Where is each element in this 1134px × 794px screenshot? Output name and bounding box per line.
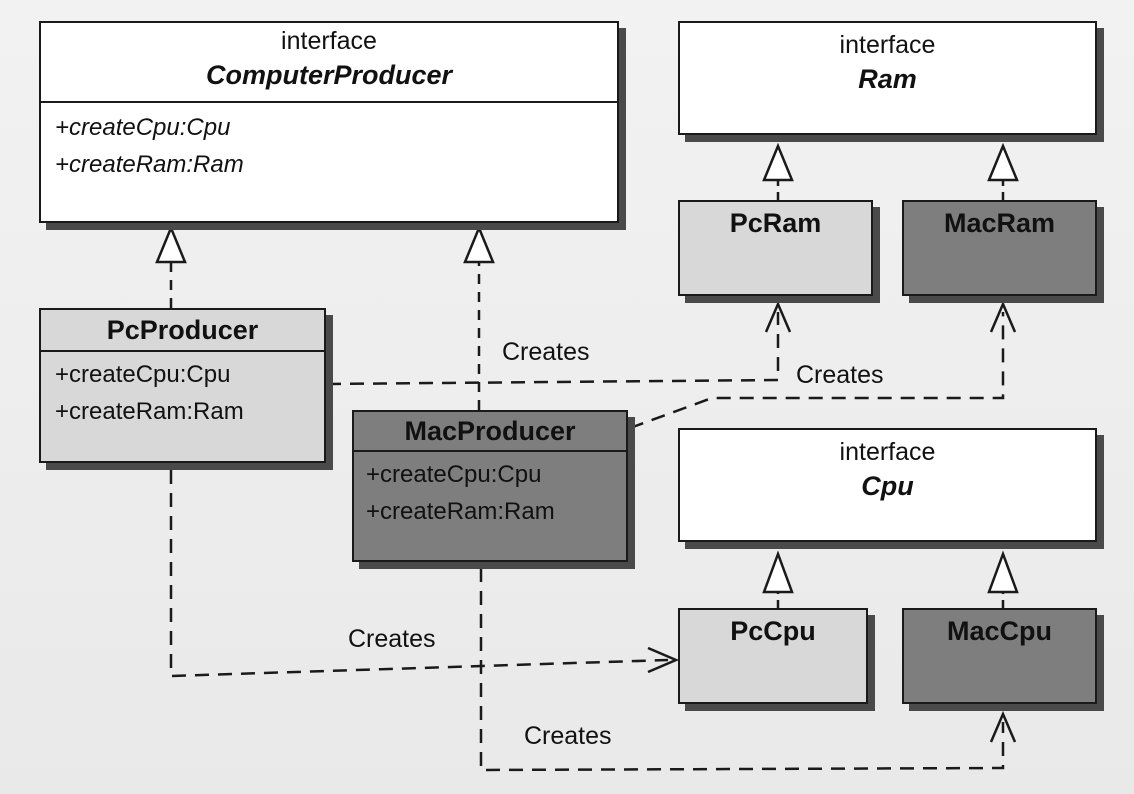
class-header: interface Ram [680, 23, 1095, 97]
class-header: MacProducer [354, 412, 626, 452]
class-header: interface ComputerProducer [41, 23, 617, 103]
operation-create-ram: +createRam:Ram [55, 151, 244, 178]
class-name: Ram [858, 64, 917, 94]
realization-head-macproducer [463, 224, 495, 264]
dependency-head-mac-cpu [989, 710, 1017, 743]
class-mac-producer[interactable]: MacProducer +createCpu:Cpu +createRam:Ra… [352, 410, 628, 562]
relation-label-mac-ram: Creates [796, 361, 884, 389]
class-name: MacCpu [946, 616, 1052, 646]
dependency-mac-cpu [479, 568, 1005, 772]
operations-list: +createCpu:Cpu +createRam:Ram [41, 352, 324, 430]
class-ram-interface[interactable]: interface Ram [678, 21, 1097, 135]
realization-head-pcram [762, 142, 794, 182]
stereotype-label: interface [839, 31, 936, 59]
class-header: interface Cpu [680, 430, 1095, 504]
class-name: PcCpu [730, 616, 816, 646]
dependency-pc-cpu [169, 470, 669, 678]
stereotype-label: interface [281, 27, 377, 55]
operation-create-cpu: +createCpu:Cpu [55, 114, 231, 141]
realization-head-pccpu [762, 550, 794, 594]
operation-create-cpu: +createCpu:Cpu [366, 461, 542, 488]
stereotype-label: interface [839, 438, 936, 466]
class-mac-ram[interactable]: MacRam [902, 200, 1097, 296]
class-name: PcProducer [106, 315, 259, 345]
relation-label-pc-ram: Creates [502, 338, 590, 366]
class-name: MacProducer [404, 416, 576, 446]
realization-head-maccpu [987, 550, 1019, 594]
dependency-head-mac-ram [989, 300, 1017, 333]
operations-list: +createCpu:Cpu +createRam:Ram [354, 452, 626, 530]
relation-label-pc-cpu: Creates [348, 625, 436, 653]
class-name: Cpu [861, 471, 914, 501]
class-pc-producer[interactable]: PcProducer +createCpu:Cpu +createRam:Ram [39, 308, 326, 463]
dependency-head-pc-cpu [647, 646, 680, 674]
dependency-mac-ram [629, 312, 1005, 430]
class-pc-cpu[interactable]: PcCpu [678, 608, 868, 704]
operation-create-cpu: +createCpu:Cpu [55, 361, 231, 388]
class-cpu-interface[interactable]: interface Cpu [678, 428, 1097, 542]
class-pc-ram[interactable]: PcRam [678, 200, 873, 296]
realization-head-pcproducer [155, 224, 187, 264]
operation-create-ram: +createRam:Ram [366, 498, 555, 525]
class-name: PcRam [729, 208, 822, 238]
class-name: MacRam [943, 208, 1056, 238]
operations-list: +createCpu:Cpu +createRam:Ram [41, 103, 617, 183]
realization-head-macram [987, 142, 1019, 182]
class-computer-producer[interactable]: interface ComputerProducer +createCpu:Cp… [39, 21, 619, 223]
dependency-head-pc-ram [764, 300, 792, 333]
class-header: PcProducer [41, 310, 324, 352]
relation-label-mac-cpu: Creates [524, 722, 612, 750]
operation-create-ram: +createRam:Ram [55, 398, 244, 425]
class-mac-cpu[interactable]: MacCpu [902, 608, 1097, 704]
dependency-pc-ram [326, 312, 780, 386]
class-name: ComputerProducer [205, 60, 453, 90]
